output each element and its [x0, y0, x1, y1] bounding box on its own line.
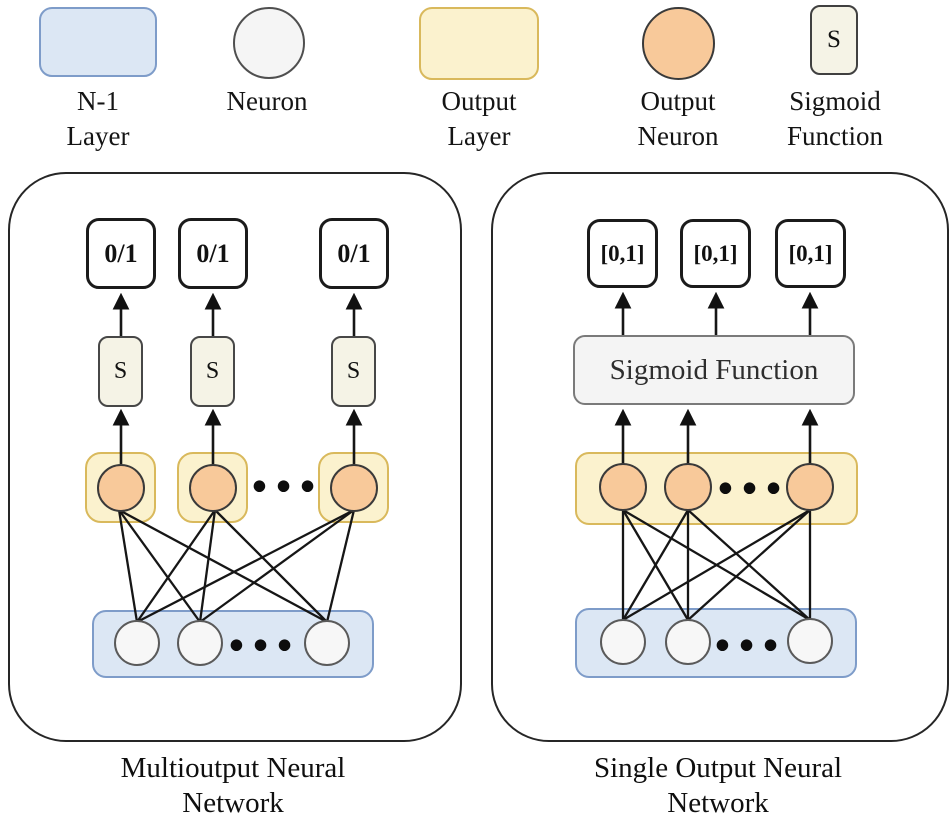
output-value-box: [0,1] — [775, 219, 846, 288]
output-neuron — [330, 464, 378, 512]
neuron — [600, 619, 646, 665]
output-value-box: 0/1 — [319, 218, 389, 289]
single-output-caption: Single Output Neural Network — [593, 752, 843, 820]
output-value-box: 0/1 — [178, 218, 248, 289]
legend-neuron-swatch — [233, 7, 305, 79]
legend-sigmoid-label: Sigmoid Function — [786, 86, 883, 151]
legend-output-layer-label: Output Layer — [441, 86, 517, 151]
ellipsis: ••• — [248, 467, 322, 507]
sigmoid-node: S — [190, 336, 235, 407]
ellipsis: ••• — [711, 626, 785, 666]
legend-neuron-label: Neuron — [226, 86, 308, 116]
ellipsis: ••• — [714, 469, 788, 509]
ellipsis: ••• — [225, 626, 299, 666]
output-neuron — [97, 464, 145, 512]
output-value-box: 0/1 — [86, 218, 156, 289]
output-neuron — [189, 464, 237, 512]
neuron — [787, 618, 833, 664]
legend-output-neuron-swatch — [642, 7, 715, 80]
legend-n1-layer-label: N-1 Layer — [66, 86, 130, 151]
legend-output-neuron-label: Output Neuron — [637, 86, 719, 151]
legend-sigmoid-symbol: S — [827, 26, 841, 53]
output-neuron — [599, 463, 647, 511]
multioutput-caption: Multioutput Neural Network — [120, 752, 346, 820]
output-value-box: [0,1] — [587, 219, 658, 288]
legend-sigmoid-swatch: S — [810, 5, 858, 75]
legend-n1-layer-swatch — [39, 7, 157, 77]
sigmoid-node: S — [98, 336, 143, 407]
sigmoid-node: S — [331, 336, 376, 407]
sigmoid-function-box: Sigmoid Function — [573, 335, 855, 405]
neuron — [114, 620, 160, 666]
output-value-box: [0,1] — [680, 219, 751, 288]
neuron — [304, 620, 350, 666]
legend-output-layer-swatch — [419, 7, 539, 80]
neuron — [665, 619, 711, 665]
multioutput-panel-outline — [8, 172, 462, 742]
output-neuron — [664, 463, 712, 511]
single-output-panel-outline — [491, 172, 949, 742]
output-neuron — [786, 463, 834, 511]
neuron — [177, 620, 223, 666]
